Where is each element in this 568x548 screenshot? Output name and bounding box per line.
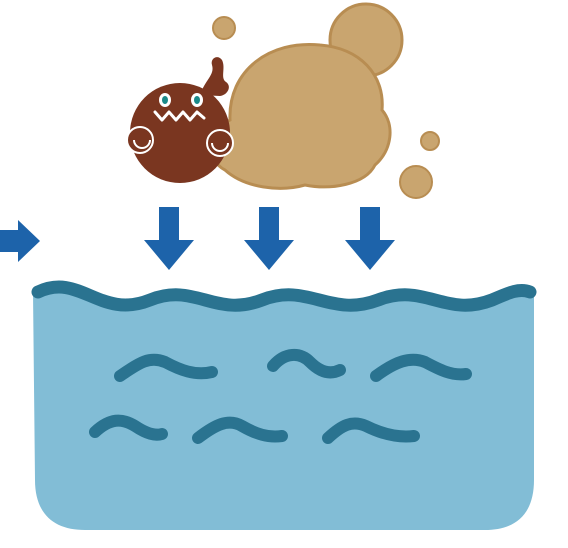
pollution-monster-character — [126, 57, 234, 183]
monster-eyes — [159, 93, 203, 107]
ripple-5 — [192, 416, 288, 444]
water-ripples — [89, 349, 472, 444]
ripple-2 — [267, 349, 346, 379]
down-arrow-icon-2 — [244, 207, 294, 270]
down-arrow-icon-1 — [144, 207, 194, 270]
water-surface-wave — [31, 280, 537, 312]
ripple-4 — [89, 414, 168, 441]
water-body — [31, 280, 537, 530]
side-arrow-icon — [0, 220, 40, 262]
ripple-1 — [114, 353, 218, 382]
ripple-3 — [370, 353, 472, 382]
pollution-cloud — [210, 2, 440, 199]
ripple-6 — [322, 417, 420, 444]
monster-mouth — [153, 110, 206, 122]
down-arrow-icon-3 — [345, 207, 395, 270]
